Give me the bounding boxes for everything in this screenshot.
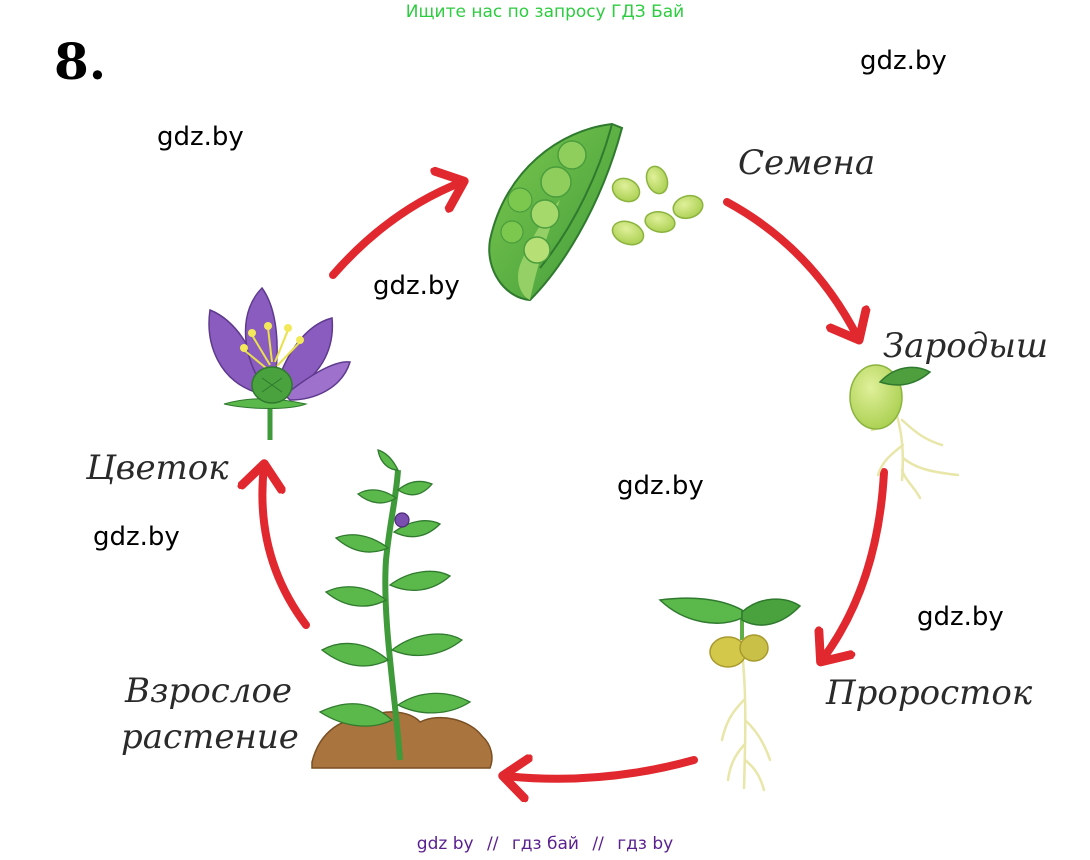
arrow-seeds-to-embryo <box>723 198 858 338</box>
task-number: 8. <box>54 32 107 91</box>
arrow-flower-to-seeds <box>329 182 462 279</box>
footer-link[interactable]: гдз by <box>617 834 674 854</box>
seeds-illustration <box>611 165 704 246</box>
watermark: gdz.by <box>373 271 460 301</box>
footer-link[interactable]: гдз бай <box>511 834 579 854</box>
stage-label-flower: Цветок <box>86 448 229 488</box>
stage-label-embryo: Зародыш <box>883 326 1049 366</box>
watermark: gdz.by <box>917 602 1004 632</box>
embryo-illustration <box>849 364 960 500</box>
arrow-sprout-to-adult <box>505 760 698 779</box>
arrow-adult-to-flower <box>262 466 310 629</box>
footer-link[interactable]: gdz by <box>416 834 474 854</box>
footer-separator: // <box>592 834 604 854</box>
top-banner: Ищите нас по запросу ГДЗ Бай <box>405 2 685 22</box>
watermark: gdz.by <box>860 46 947 76</box>
flower-illustration <box>208 286 351 440</box>
stage-label-seeds: Семена <box>738 143 876 183</box>
watermark: gdz.by <box>157 122 244 152</box>
adult-plant-illustration <box>311 449 493 769</box>
watermark: gdz.by <box>93 522 180 552</box>
stage-label-sprout: Проросток <box>826 673 1033 713</box>
cycle-arrows <box>262 182 888 779</box>
watermark: gdz.by <box>617 471 704 501</box>
footer-links: gdz by // гдз бай // гдз by <box>0 834 1090 854</box>
stage-label-adult-line1: Взрослое <box>125 671 293 711</box>
pea-pod-illustration <box>488 122 624 302</box>
stage-label-adult-line2: растение <box>121 717 299 757</box>
sprout-illustration <box>658 597 802 792</box>
footer-separator: // <box>486 834 499 854</box>
arrow-embryo-to-sprout <box>822 468 888 660</box>
